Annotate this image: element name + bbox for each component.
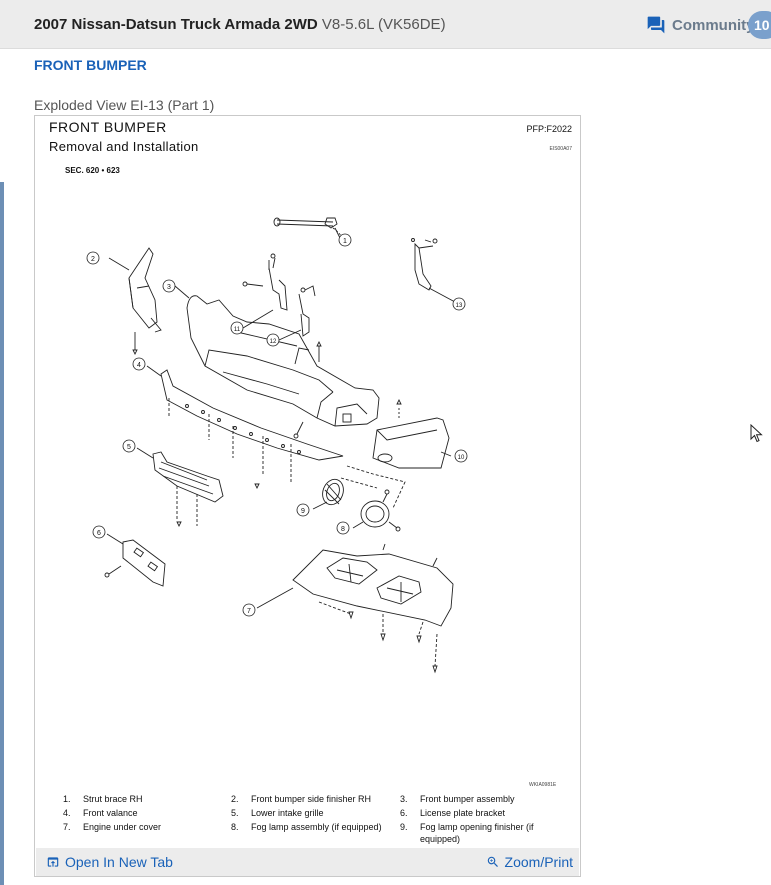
callout-2-label: 2	[91, 256, 95, 263]
zoom-print-label: Zoom/Print	[504, 854, 573, 870]
part-callouts: 1 2 3 4 5 6 7 8 9 10 11	[86, 233, 468, 617]
diagram-footer: Open In New Tab Zoom/Print	[36, 848, 579, 876]
bumper-exploded-drawing: 1 2 3 4 5 6 7 8 9 10 11	[86, 217, 468, 674]
bumper-corner-part	[372, 398, 450, 469]
open-in-new-tab-link[interactable]: Open In New Tab	[46, 853, 173, 871]
legend-num: 9.	[400, 822, 408, 832]
callout-6	[92, 525, 106, 539]
license-bracket-part	[104, 539, 166, 587]
callout-9-label: 9	[301, 508, 305, 515]
left-edge-strip	[0, 182, 4, 885]
legend-num: 1.	[63, 794, 71, 804]
mouse-cursor-icon	[750, 424, 763, 443]
callout-11-label: 11	[234, 327, 241, 333]
callout-1-label: 1	[343, 238, 347, 245]
pfp-code: PFP:F2022	[526, 124, 572, 134]
reference-code: EIS00A07	[549, 146, 572, 152]
callout-7	[242, 603, 256, 617]
legend-text: Front bumper assembly	[420, 794, 515, 804]
open-in-new-tab-label: Open In New Tab	[65, 854, 173, 870]
lower-grille-part	[152, 451, 260, 528]
callout-10	[454, 449, 468, 463]
legend-num: 4.	[63, 808, 71, 818]
diagram-frame: FRONT BUMPER Removal and Installation PF…	[34, 115, 581, 877]
legend-text: Front bumper side finisher RH	[251, 794, 372, 804]
section-code: SEC. 620 • 623	[65, 166, 120, 175]
legend-num: 8.	[231, 822, 239, 832]
callout-4	[132, 357, 146, 371]
diagram-subtitle: Removal and Installation	[49, 139, 199, 154]
fog-lamp-finisher-part	[322, 478, 344, 506]
legend-num: 2.	[231, 794, 239, 804]
front-valance-part	[160, 369, 344, 484]
legend-text: License plate bracket	[420, 808, 506, 818]
vehicle-name: 2007 Nissan-Datsun Truck Armada 2WD	[34, 16, 318, 33]
callout-12	[266, 333, 280, 347]
callout-12-label: 12	[270, 339, 277, 345]
section-title[interactable]: FRONT BUMPER	[34, 57, 147, 73]
callout-3	[162, 279, 176, 293]
callout-1	[338, 233, 352, 247]
exploded-view-caption: Exploded View EI-13 (Part 1)	[34, 97, 215, 113]
legend-text: Engine under cover	[83, 822, 162, 832]
callout-6-label: 6	[97, 530, 101, 537]
legend-num: 5.	[231, 808, 239, 818]
vehicle-title: 2007 Nissan-Datsun Truck Armada 2WD V8-5…	[34, 16, 446, 33]
callout-10-label: 10	[458, 455, 465, 461]
legend-num: 7.	[63, 822, 71, 832]
strut-brace-part	[273, 217, 343, 239]
legend-text: Fog lamp assembly (if equipped)	[251, 822, 382, 832]
legend-text: Lower intake grille	[251, 808, 324, 818]
bracket-13-part	[411, 238, 438, 291]
callout-3-label: 3	[167, 284, 171, 291]
forum-icon	[647, 16, 665, 34]
callout-8-label: 8	[341, 526, 345, 533]
legend-text: Strut brace RH	[83, 794, 143, 804]
page-header: 2007 Nissan-Datsun Truck Armada 2WD V8-5…	[0, 0, 771, 49]
legend-num: 3.	[400, 794, 408, 804]
exploded-view-diagram: FRONT BUMPER Removal and Installation PF…	[37, 118, 578, 848]
community-label: Community	[672, 16, 755, 34]
legend-num: 6.	[400, 808, 408, 818]
legend-text: Fog lamp opening finisher (if equipped)	[420, 822, 534, 844]
bumper-assembly-part	[186, 295, 380, 427]
bracket-12-part	[298, 285, 316, 337]
callout-4-label: 4	[137, 362, 141, 369]
community-button[interactable]: Community	[646, 13, 755, 37]
open-in-new-tab-icon	[47, 857, 59, 867]
zoom-print-link[interactable]: Zoom/Print	[486, 853, 573, 871]
callout-13	[452, 297, 466, 311]
side-finisher-part	[128, 247, 162, 356]
callout-9	[296, 503, 310, 517]
fog-lamp-part	[360, 489, 401, 532]
vehicle-engine: V8-5.6L (VK56DE)	[321, 16, 446, 33]
diagram-watermark: WKIA0981E	[529, 782, 557, 788]
zoom-in-icon	[487, 856, 498, 867]
engine-under-cover-part	[292, 543, 454, 674]
legend-text: Front valance	[83, 808, 138, 818]
diagram-title: FRONT BUMPER	[49, 119, 167, 135]
callout-7-label: 7	[247, 608, 251, 615]
callout-5-label: 5	[127, 444, 131, 451]
callout-11	[230, 321, 244, 335]
callout-5	[122, 439, 136, 453]
community-count-badge[interactable]: 10	[748, 11, 771, 39]
bracket-11-part	[242, 253, 288, 311]
callout-2	[86, 251, 100, 265]
callout-8	[336, 521, 350, 535]
callout-13-label: 13	[456, 303, 463, 309]
